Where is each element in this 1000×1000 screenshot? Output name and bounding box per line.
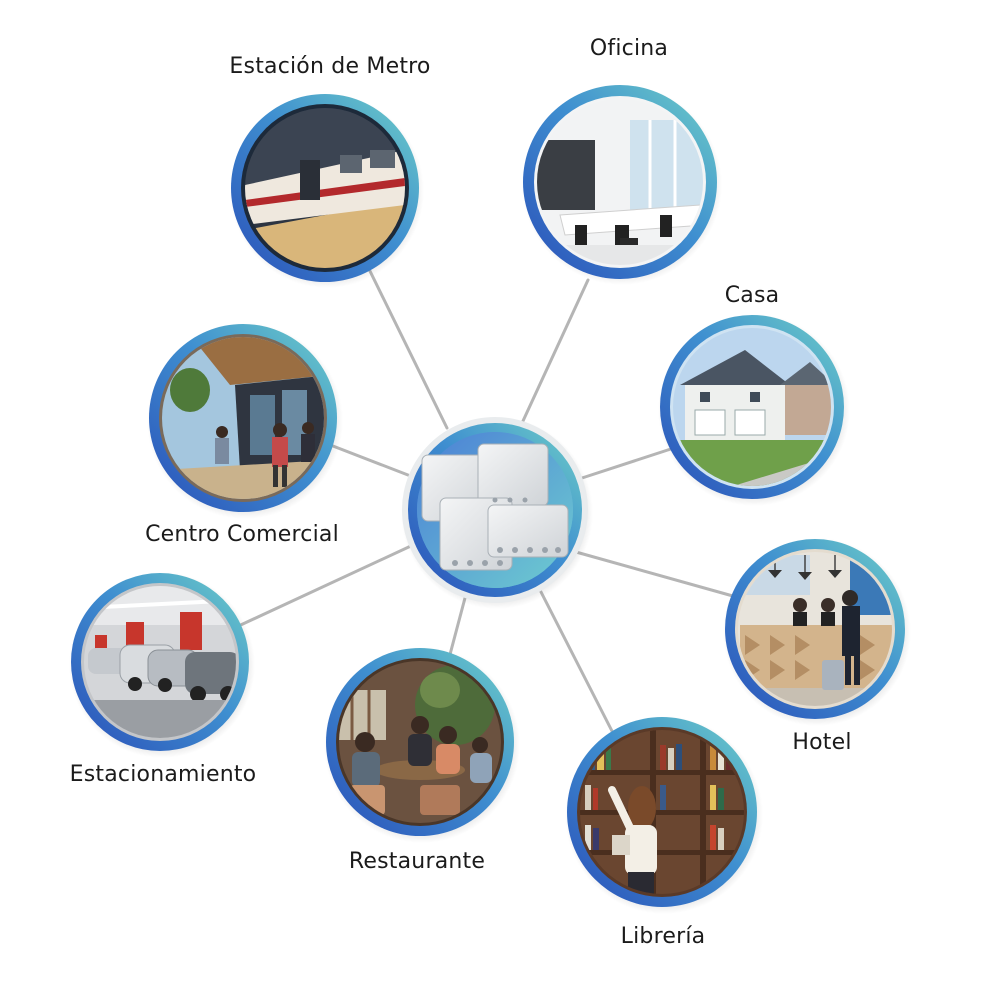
connector-restaurante	[446, 596, 467, 664]
label-estacionamiento: Estacionamiento	[69, 762, 257, 787]
connector-casa	[580, 444, 682, 480]
restaurant-icon	[324, 647, 520, 843]
connector-oficina	[521, 278, 590, 423]
connector-estacionamiento	[230, 543, 415, 631]
metro-train-icon	[230, 94, 424, 288]
connector-metro	[365, 263, 449, 430]
label-hotel: Hotel	[792, 730, 852, 755]
shopping-mall-icon	[147, 323, 343, 519]
junction-box-icon	[401, 417, 593, 609]
connector-hotel	[574, 550, 742, 600]
house-icon	[658, 314, 850, 506]
parking-icon	[69, 572, 255, 758]
label-oficina: Oficina	[589, 36, 669, 61]
label-casa: Casa	[724, 283, 780, 308]
office-icon	[522, 85, 722, 285]
label-restaurante: Restaurante	[348, 849, 486, 874]
label-centro-comercial: Centro Comercial	[145, 522, 339, 547]
bookstore-icon	[565, 716, 763, 914]
label-libreria: Librería	[620, 924, 706, 949]
connector-libreria	[538, 588, 616, 737]
hotel-reception-icon	[723, 538, 911, 726]
connector-lines	[230, 263, 742, 737]
label-metro: Estación de Metro	[229, 54, 431, 79]
